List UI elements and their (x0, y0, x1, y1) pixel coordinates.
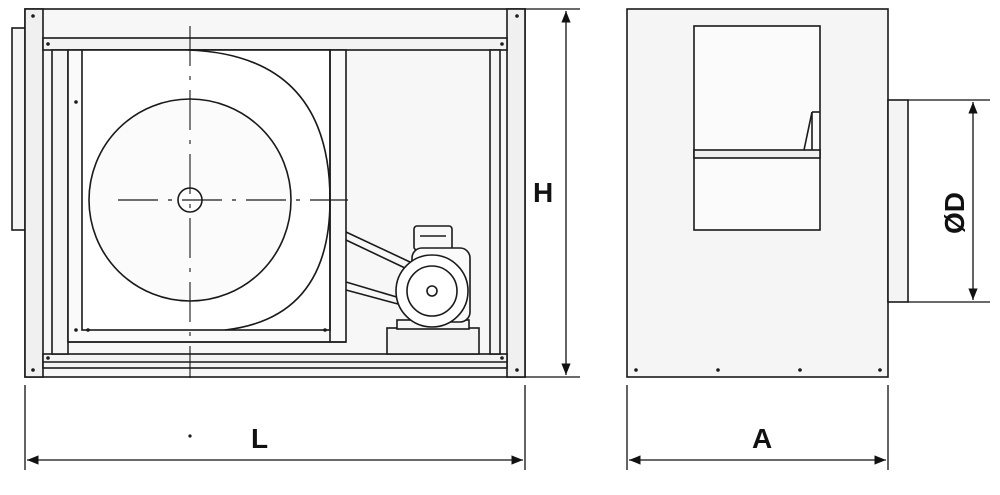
motor-base (386, 327, 480, 355)
side-view (11, 8, 526, 438)
dimension-lines (24, 8, 990, 470)
corner-post-right (506, 8, 526, 378)
motor-terminal-box (413, 225, 453, 251)
inner-post-right (489, 49, 501, 355)
label-diameter: ØD (939, 192, 970, 234)
outlet-window (693, 25, 821, 231)
front-view (626, 8, 909, 378)
inner-post-left (51, 49, 69, 355)
top-rail (42, 37, 508, 51)
label-height: H (533, 177, 553, 208)
rivets (31, 14, 519, 438)
inlet-flange (11, 27, 27, 231)
bottom-rail (42, 353, 508, 369)
corner-post-left (24, 8, 44, 378)
outlet-collar (887, 99, 909, 303)
belt-upper (345, 231, 411, 263)
label-width: A (752, 423, 772, 454)
label-length: L (251, 423, 268, 454)
belt-lower (345, 281, 401, 299)
